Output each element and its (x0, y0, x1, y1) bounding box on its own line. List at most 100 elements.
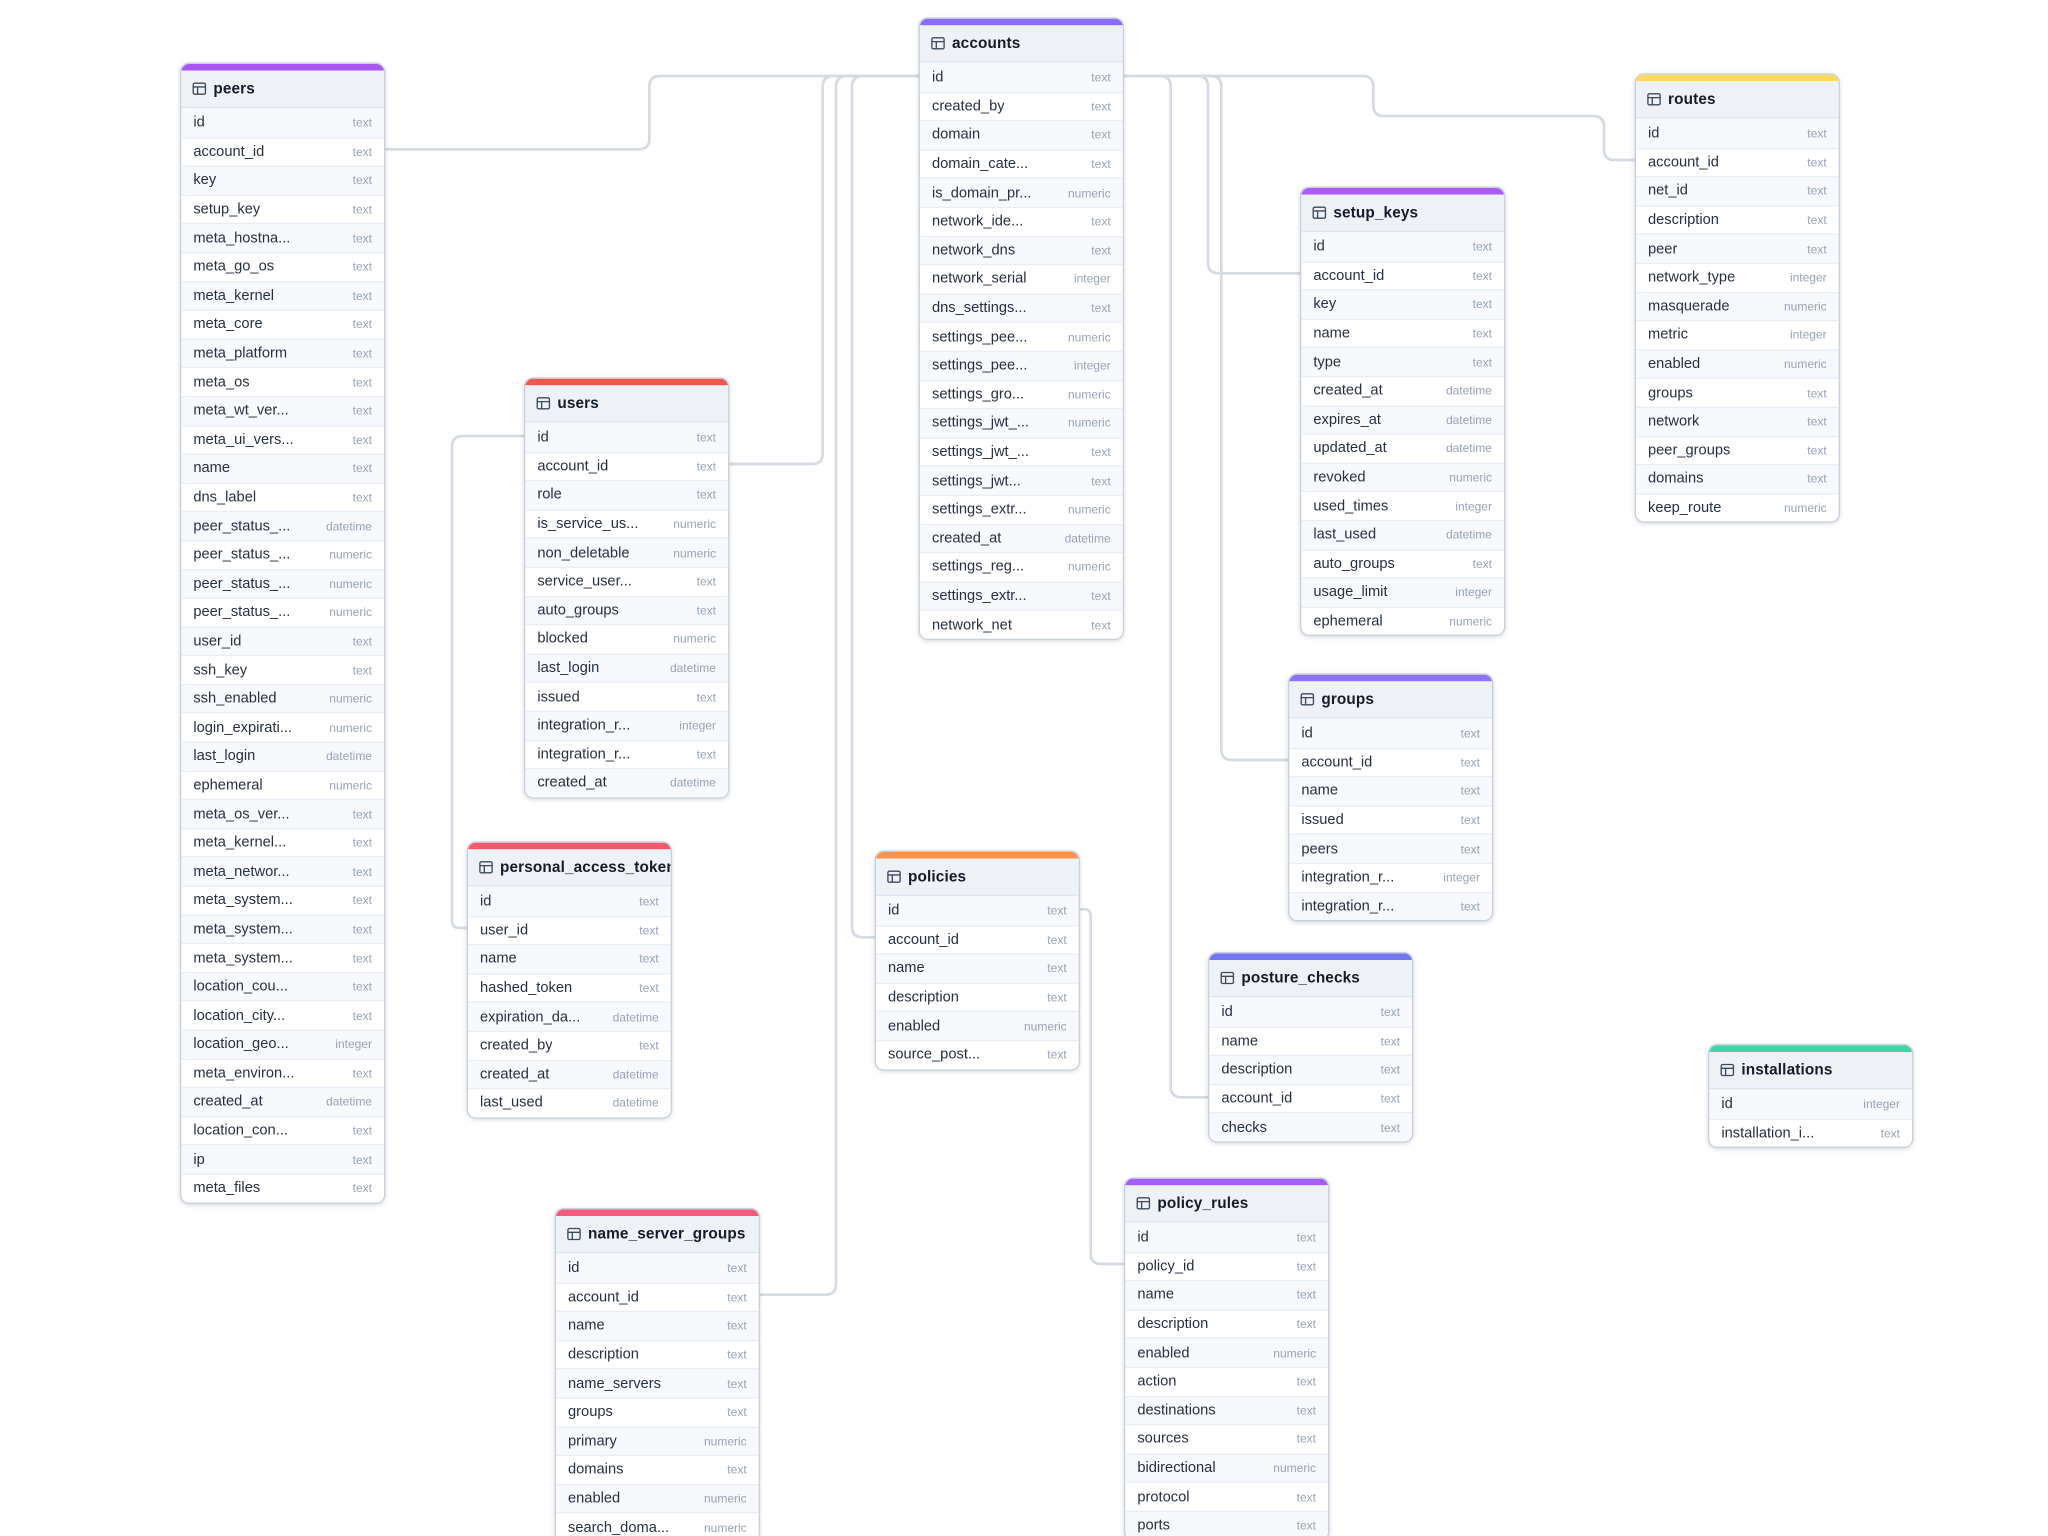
field-row-network_ide[interactable]: network_ide...text (919, 206, 1123, 236)
table-header[interactable]: groups (1289, 681, 1492, 719)
field-row-meta_networ[interactable]: meta_networ...text (181, 856, 384, 886)
table-header[interactable]: routes (1635, 81, 1839, 119)
field-row-integration_r[interactable]: integration_r...text (525, 739, 728, 769)
table-header[interactable]: posture_checks (1209, 959, 1412, 998)
field-row-settings_jwt_[interactable]: settings_jwt_...numeric (919, 408, 1123, 437)
table-header[interactable]: users (525, 385, 728, 423)
field-row-meta_environ[interactable]: meta_environ...text (181, 1058, 384, 1087)
table-header[interactable]: accounts (919, 25, 1123, 63)
edge-policies-policy_rules[interactable] (1075, 907, 1126, 1266)
edge-personal_access_tokens-users[interactable] (450, 434, 526, 930)
field-row-installation_i[interactable]: installation_i...text (1709, 1118, 1912, 1147)
field-row-search_doma[interactable]: search_doma...numeric (555, 1512, 759, 1536)
edge-users-accounts[interactable] (725, 74, 920, 466)
field-row-source_post[interactable]: source_post...text (875, 1039, 1079, 1069)
field-row-peer_status_[interactable]: peer_status_...numeric (181, 568, 384, 598)
field-row-is_domain_pr[interactable]: is_domain_pr...numeric (919, 177, 1123, 207)
field-row-meta_ui_vers[interactable]: meta_ui_vers...text (181, 424, 384, 454)
field-row-settings_pee[interactable]: settings_pee...integer (919, 350, 1123, 380)
table-header[interactable]: personal_access_tokens (467, 849, 671, 887)
field-row-settings_extr[interactable]: settings_extr...text (919, 580, 1123, 610)
field-row-service_user[interactable]: service_user...text (525, 566, 728, 596)
field-row-dns_settings[interactable]: dns_settings...text (919, 292, 1123, 322)
table-header[interactable]: policies (875, 858, 1079, 896)
edge-accounts-routes[interactable] (1119, 74, 1636, 162)
field-row-location_cou[interactable]: location_cou...text (181, 971, 384, 1001)
field-row-location_geo[interactable]: location_geo...integer (181, 1029, 384, 1059)
edge-accounts-groups[interactable] (1119, 74, 1290, 762)
field-row-is_service_us[interactable]: is_service_us...numeric (525, 509, 728, 538)
table-header[interactable]: peers (181, 70, 384, 108)
field-row-meta_system[interactable]: meta_system...text (181, 885, 384, 915)
table-header[interactable]: policy_rules (1125, 1185, 1328, 1223)
table-header[interactable]: setup_keys (1301, 194, 1504, 232)
field-row-domain_cate[interactable]: domain_cate...text (919, 149, 1123, 178)
